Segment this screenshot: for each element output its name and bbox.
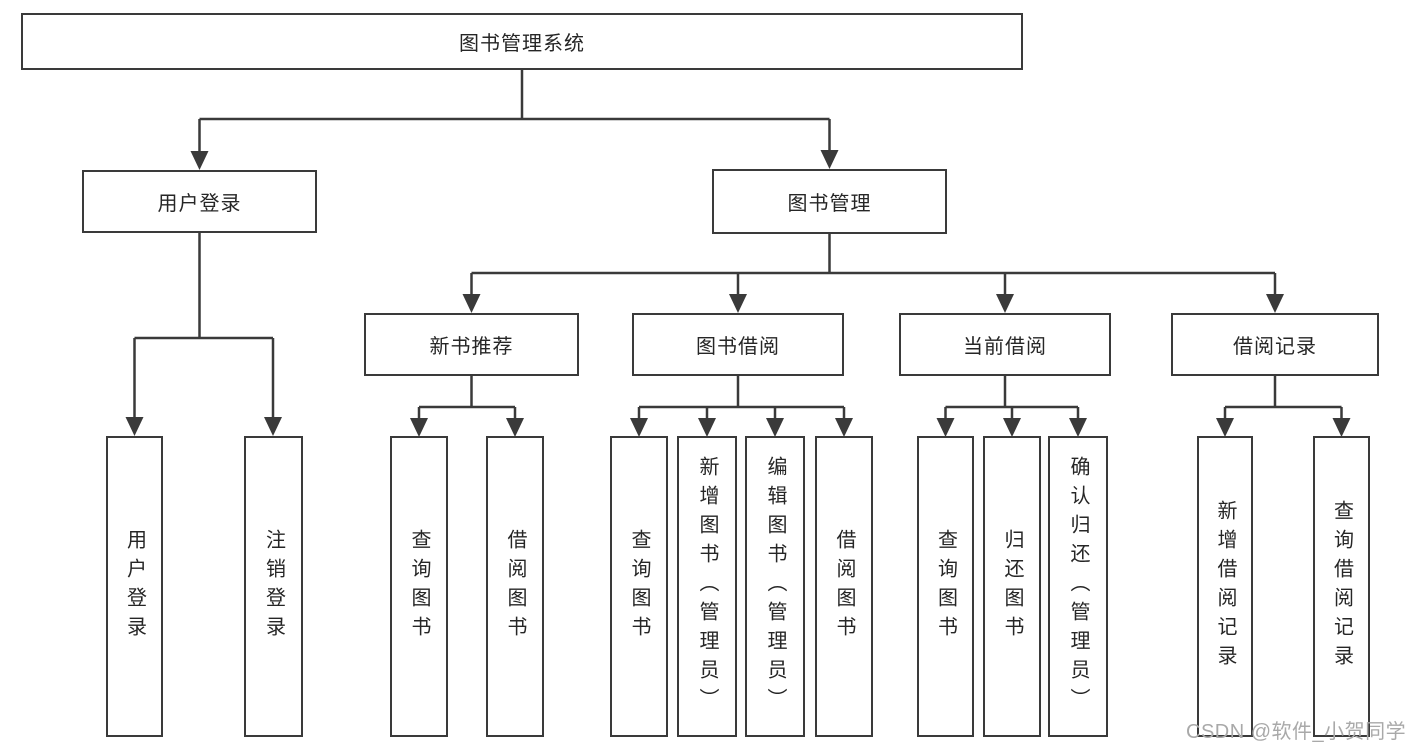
node-book-management-group: 图书管理 xyxy=(712,169,947,234)
node-leaf-add-books-admin: 新增图书（管理员） xyxy=(677,436,737,737)
leaf-label: 注销登录 xyxy=(262,528,285,645)
node-leaf-query-borrow-record: 查询借阅记录 xyxy=(1313,436,1370,737)
leaf-label: 确认归还（管理员） xyxy=(1067,456,1089,717)
leaf-label: 编辑图书（管理员） xyxy=(764,456,786,717)
node-label: 图书借阅 xyxy=(696,336,780,358)
node-leaf-add-borrow-record: 新增借阅记录 xyxy=(1197,436,1253,737)
csdn-watermark: CSDN @软件_小贺同学 xyxy=(1186,721,1405,743)
node-current-borrowing: 当前借阅 xyxy=(899,313,1111,376)
node-label: 借阅记录 xyxy=(1233,336,1317,358)
node-library-management-system: 图书管理系统 xyxy=(21,13,1023,70)
node-leaf-borrow-books-2: 借阅图书 xyxy=(815,436,873,737)
node-label: 当前借阅 xyxy=(963,336,1047,358)
leaf-label: 新增借阅记录 xyxy=(1214,499,1236,674)
leaf-label: 新增图书（管理员） xyxy=(696,456,718,717)
leaf-label: 借阅图书 xyxy=(504,528,526,645)
leaf-label: 用户登录 xyxy=(123,528,146,645)
node-leaf-logout: 注销登录 xyxy=(244,436,303,737)
node-borrowing-records: 借阅记录 xyxy=(1171,313,1379,376)
node-new-book-recommendation: 新书推荐 xyxy=(364,313,579,376)
leaf-label: 借阅图书 xyxy=(833,528,855,645)
node-leaf-borrow-books-1: 借阅图书 xyxy=(486,436,544,737)
node-leaf-query-books-3: 查询图书 xyxy=(917,436,974,737)
node-leaf-confirm-return-admin: 确认归还（管理员） xyxy=(1048,436,1108,737)
leaf-label: 查询图书 xyxy=(408,528,430,645)
node-leaf-query-books-2: 查询图书 xyxy=(610,436,668,737)
node-label: 图书管理系统 xyxy=(459,33,585,55)
node-leaf-query-books-1: 查询图书 xyxy=(390,436,448,737)
leaf-label: 查询图书 xyxy=(628,528,650,645)
leaf-label: 归还图书 xyxy=(1001,528,1023,645)
node-leaf-edit-books-admin: 编辑图书（管理员） xyxy=(745,436,805,737)
node-label: 图书管理 xyxy=(787,193,872,215)
node-leaf-user-login: 用户登录 xyxy=(106,436,163,737)
node-label: 用户登录 xyxy=(157,193,242,215)
leaf-label: 查询借阅记录 xyxy=(1330,499,1353,674)
node-book-borrowing: 图书借阅 xyxy=(632,313,844,376)
node-user-login-group: 用户登录 xyxy=(82,170,317,233)
leaf-label: 查询图书 xyxy=(934,528,957,645)
node-label: 新书推荐 xyxy=(429,336,514,358)
node-leaf-return-books: 归还图书 xyxy=(983,436,1041,737)
